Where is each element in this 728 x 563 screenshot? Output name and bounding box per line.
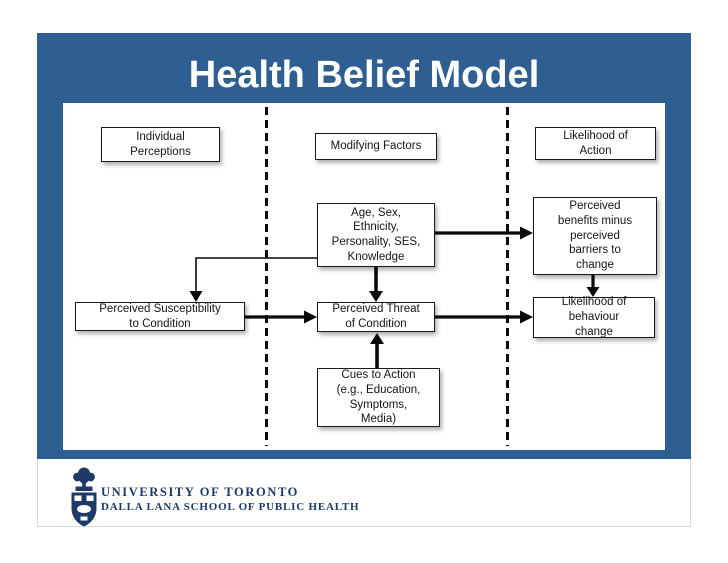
node-perceived-susceptibility: Perceived Susceptibility to Condition (75, 302, 245, 331)
column-divider-right (506, 107, 509, 446)
node-age-sex-ethnicity: Age, Sex, Ethnicity, Personality, SES, K… (317, 203, 435, 267)
logo-university-name: UNIVERSITY OF TORONTO (101, 485, 299, 499)
node-likelihood-behaviour-change: Likelihood of behaviour change (533, 296, 655, 338)
node-individual-perceptions: Individual Perceptions (101, 127, 220, 162)
node-perceived-threat: Perceived Threat of Condition (317, 302, 435, 332)
node-modifying-factors: Modifying Factors (315, 133, 437, 160)
logo-text: UNIVERSITY OF TORONTO DALLA LANA SCHOOL … (101, 485, 359, 513)
node-cues-to-action: Cues to Action (e.g., Education, Symptom… (317, 368, 440, 427)
uoft-crest-icon (71, 467, 97, 527)
logo-school-name: DALLA LANA SCHOOL OF PUBLIC HEALTH (101, 501, 360, 513)
slide-title: Health Belief Model (188, 54, 540, 96)
node-likelihood-of-action: Likelihood of Action (535, 127, 656, 160)
column-divider-left (265, 107, 268, 446)
node-perceived-benefits-barriers: Perceived benefits minus perceived barri… (533, 197, 657, 275)
slide-footer: UNIVERSITY OF TORONTO DALLA LANA SCHOOL … (37, 459, 691, 527)
